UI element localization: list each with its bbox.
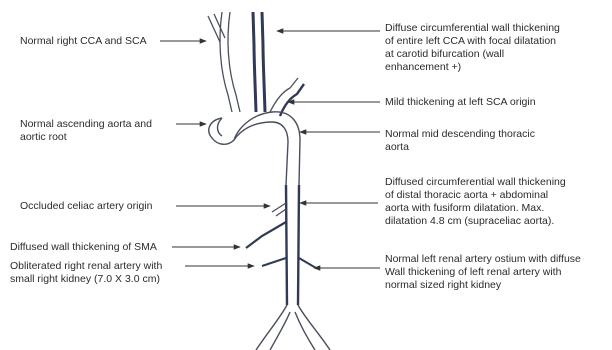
left-renal-wall [299, 258, 316, 268]
label-ascending-aorta: Normal ascending aorta and aortic root [20, 118, 152, 144]
right-cca-sca-vessel [208, 12, 240, 112]
aortic-arch-inner-wall [234, 122, 288, 142]
label-celiac-artery: Occluded celiac artery origin [20, 200, 152, 213]
sma-vessel [246, 222, 286, 248]
left-sca-thickened-wall [280, 84, 304, 116]
right-renal-wall [262, 258, 286, 266]
left-cca-right-wall [262, 12, 265, 112]
label-left-cca: Diffuse circumferential wall thickening … [385, 22, 560, 74]
iliac-bifurcation [256, 305, 330, 350]
sma-wall [246, 222, 286, 248]
right-cca-inner-wall [228, 12, 240, 112]
label-right-cca-sca: Normal right CCA and SCA [20, 35, 147, 48]
left-iliac-inner-wall [295, 312, 315, 350]
label-right-renal-artery: Obliterated right renal artery with smal… [10, 260, 162, 286]
aortic-root [218, 118, 223, 136]
left-cca-vessel [253, 12, 265, 112]
abdominal-left-wall [286, 185, 287, 305]
left-cca-left-wall [253, 12, 256, 112]
abdominal-aorta [286, 185, 299, 305]
label-mid-descending-aorta: Normal mid descending thoracic aorta [385, 128, 535, 154]
label-left-sca: Mild thickening at left SCA origin [385, 96, 536, 109]
celiac-lower-wall [276, 209, 286, 216]
descending-right-wall [299, 140, 300, 185]
descending-left-wall [286, 142, 288, 185]
abdominal-right-wall [298, 185, 299, 305]
label-sma: Diffused wall thickening of SMA [10, 241, 157, 254]
right-iliac-inner-wall [270, 312, 290, 350]
right-renal-artery [262, 258, 286, 266]
right-sca-branch-a [208, 16, 220, 42]
aortic-arch-outer-wall [209, 112, 300, 144]
left-renal-artery [299, 258, 316, 268]
label-left-renal-artery: Normal left renal artery ostium with dif… [385, 253, 581, 292]
label-distal-aorta: Diffused circumferential wall thickening… [385, 176, 566, 228]
celiac-artery [272, 203, 286, 216]
aortic-arch-vessel [209, 112, 300, 144]
right-cca-outer-wall [220, 12, 232, 112]
descending-thoracic-aorta [286, 140, 300, 185]
left-sca-vessel [270, 78, 304, 116]
